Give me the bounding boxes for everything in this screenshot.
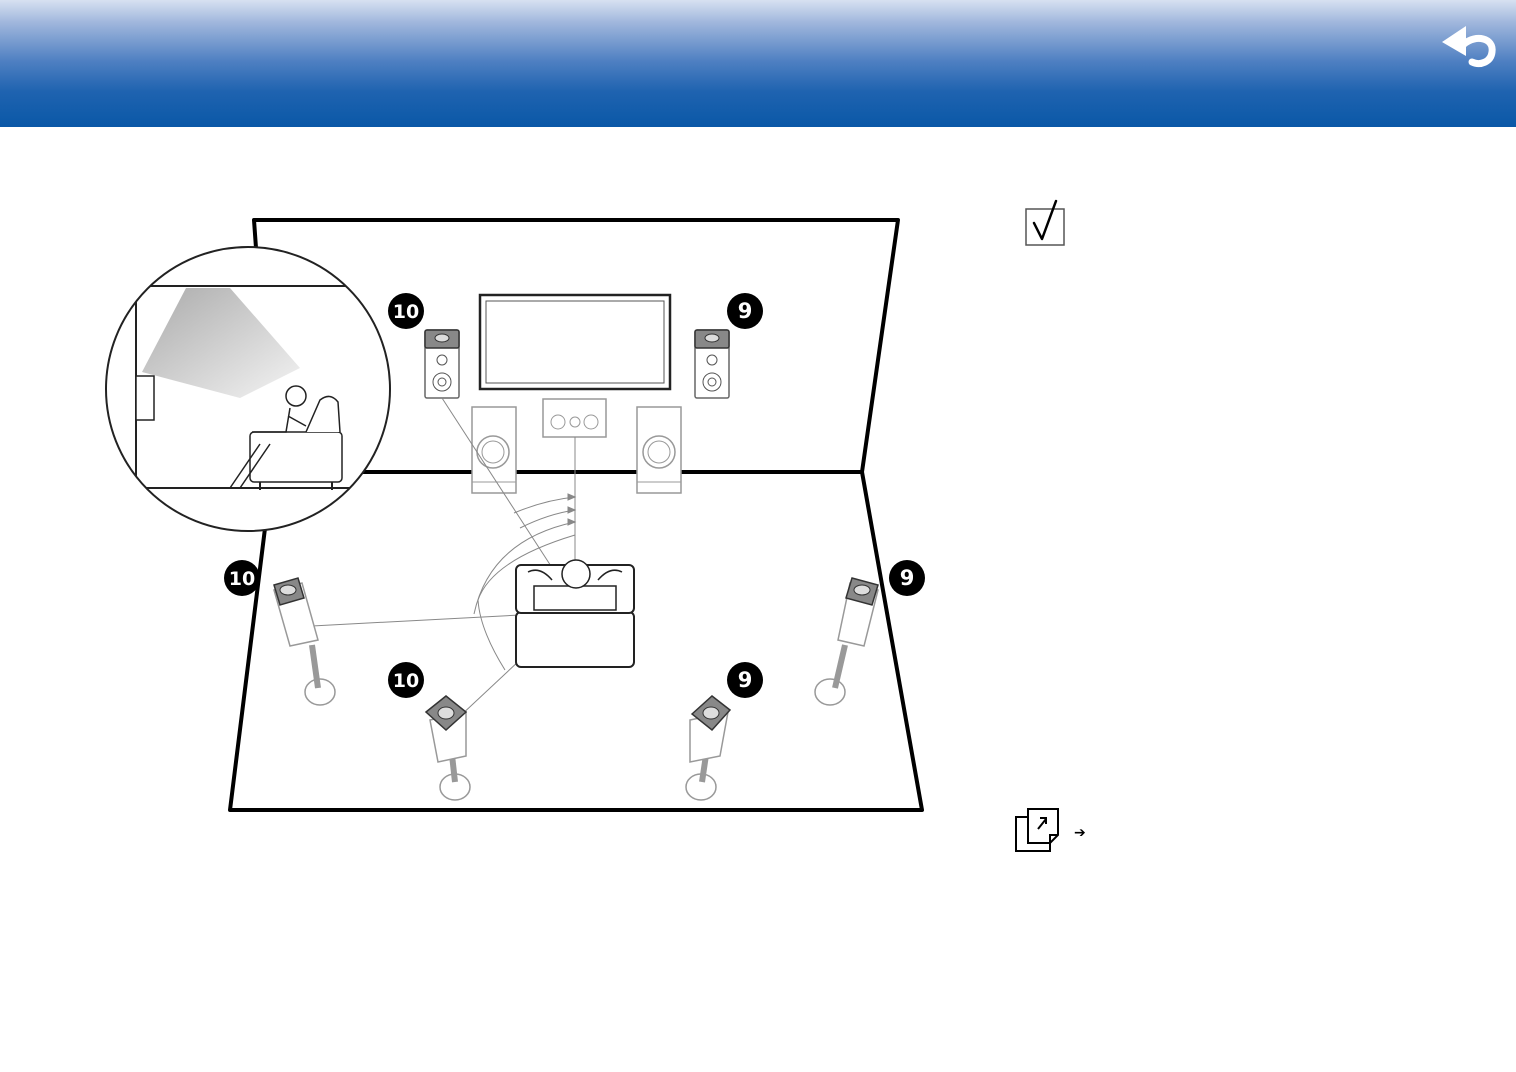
angle-lines	[311, 397, 577, 719]
svg-text:10: 10	[393, 301, 419, 323]
header-bar	[0, 0, 1516, 127]
front-left-speaker	[471, 406, 517, 494]
front-high-left-speaker	[424, 329, 460, 399]
svg-text:10: 10	[229, 568, 255, 590]
surround-right-speaker	[814, 577, 879, 706]
front-right-speaker	[636, 406, 682, 494]
svg-text:10: 10	[393, 670, 419, 692]
reference-link[interactable]: ➔	[1012, 805, 1104, 857]
badge-surround-back-left: 10	[388, 662, 424, 698]
center-speaker	[542, 398, 607, 438]
front-high-right-speaker	[694, 329, 730, 399]
arrow-right-icon: ➔	[1074, 825, 1086, 841]
surround-back-right-speaker	[685, 695, 732, 801]
svg-text:9: 9	[738, 668, 753, 692]
svg-text:9: 9	[738, 299, 753, 323]
tv	[478, 293, 672, 391]
svg-text:9: 9	[900, 566, 915, 590]
side-view-inset	[105, 246, 391, 532]
badge-surround-back-right: 9	[727, 662, 763, 698]
listening-position	[515, 559, 635, 668]
back-arrow-icon	[1442, 26, 1496, 68]
badge-front-high-right: 9	[727, 293, 763, 329]
surround-left-speaker	[273, 577, 336, 706]
badge-surround-left: 10	[224, 560, 260, 596]
page-link-icon	[1015, 808, 1059, 852]
checkmark-box-icon	[1025, 199, 1065, 246]
surround-back-left-speaker	[424, 695, 471, 801]
back-button[interactable]	[1436, 18, 1500, 72]
badge-surround-right: 9	[889, 560, 925, 596]
badge-front-high-left: 10	[388, 293, 424, 329]
